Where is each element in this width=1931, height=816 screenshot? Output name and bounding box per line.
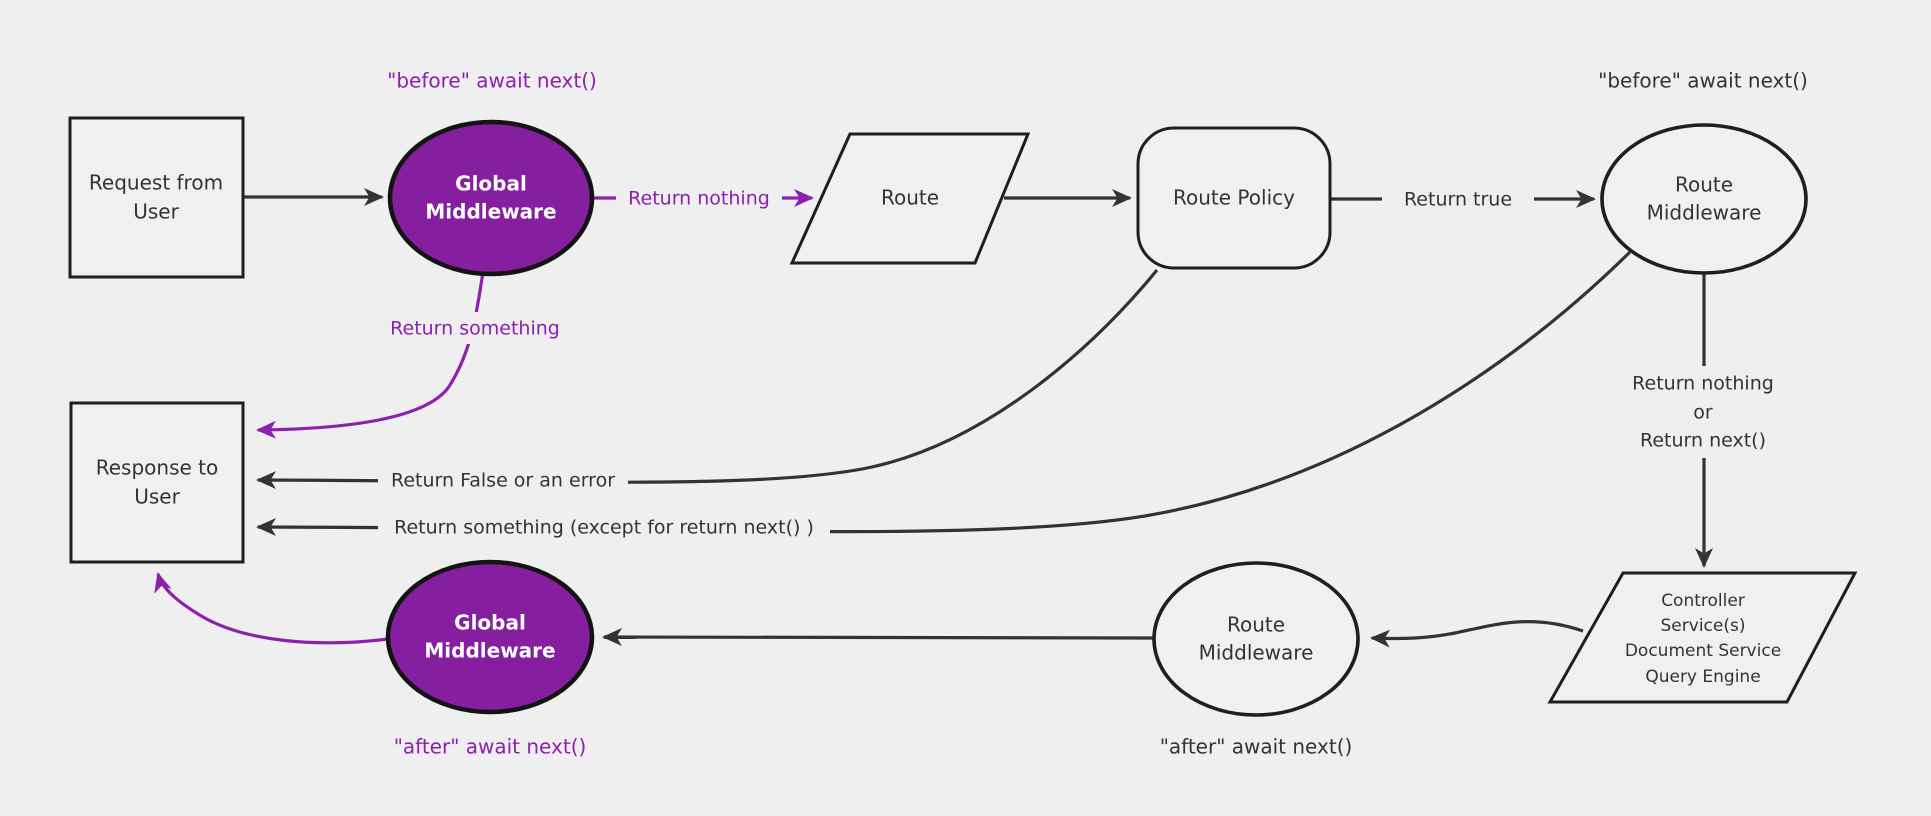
edge-global-middleware-bottom-to-response [154,572,389,645]
node-route-middleware-bottom: Route Middleware [1152,561,1360,717]
global-middleware-bottom-label: Global [454,611,526,635]
request-from-user-label: Request from [89,171,223,195]
edge-label-return-something-except: Return something (except for return next… [394,517,814,539]
edge-label-bg [616,183,782,214]
controller-services-label: Document Service [1625,641,1781,661]
route-middleware-bottom-label: Route [1227,613,1285,637]
route-policy-box [1136,126,1332,270]
route-parallelogram [789,132,1031,265]
response-to-user-box [69,401,245,564]
edge-label-return-nothing-or-2: or [1693,402,1713,424]
global-middleware-top-label: Middleware [425,200,556,224]
edge-label-return-false-or-error: Return False or an error [391,470,615,492]
route-middleware-top-label: Route [1675,173,1733,197]
edge-route-middleware-bottom-to-global-middleware-bottom [602,628,1155,647]
edge-label-bg [378,512,830,543]
controller-services-parallelogram [1547,571,1858,704]
nodes: Request from User Global Middleware Rout… [68,116,1858,717]
global-middleware-top-label: Global [455,172,527,196]
edge-label-bg [1608,366,1800,458]
edge-label-bg [378,312,572,344]
edge-label-return-nothing: Return nothing [628,188,770,210]
edge-labels: Return nothing Return true Return nothin… [378,69,1808,759]
request-from-user-box [68,116,245,279]
controller-services-label: Controller [1661,591,1745,611]
request-from-user-label: User [133,200,179,224]
edge-label-return-nothing-or-3: Return next() [1640,430,1766,452]
route-label: Route [881,186,939,210]
edge-label-return-something: Return something [390,318,560,340]
edge-label-return-nothing-or-1: Return nothing [1632,373,1774,395]
response-to-user-label: User [134,485,180,509]
node-route-policy: Route Policy [1136,126,1332,270]
label-after-await-next-left: "after" await next() [394,735,587,759]
global-middleware-bottom-label: Middleware [424,639,555,663]
controller-services-label: Query Engine [1645,667,1760,687]
label-before-await-next-right: "before" await next() [1598,69,1808,93]
node-global-middleware-top: Global Middleware [387,119,595,277]
label-after-await-next-right: "after" await next() [1160,735,1353,759]
label-before-await-next-left: "before" await next() [387,69,597,93]
node-global-middleware-bottom: Global Middleware [385,559,595,715]
node-request-from-user: Request from User [68,116,245,279]
global-middleware-bottom-ellipse [385,559,595,715]
route-middleware-bottom-label: Middleware [1199,641,1314,665]
node-controller-services: Controller Service(s) Document Service Q… [1547,571,1858,704]
edge-controller-to-route-middleware-bottom [1370,620,1584,648]
route-middleware-top-label: Middleware [1647,201,1762,225]
node-response-to-user: Response to User [69,401,245,564]
edge-label-bg [1382,184,1534,215]
node-route: Route [789,132,1031,265]
global-middleware-top-ellipse [387,119,595,277]
controller-services-label: Service(s) [1661,616,1746,636]
edge-label-return-true: Return true [1404,189,1512,211]
route-middleware-bottom-ellipse [1152,561,1360,717]
route-policy-label: Route Policy [1173,186,1295,210]
edge-label-bg [378,465,628,496]
route-middleware-top-ellipse [1600,123,1808,275]
node-route-middleware-top: Route Middleware [1600,123,1808,275]
response-to-user-label: Response to [96,456,219,480]
